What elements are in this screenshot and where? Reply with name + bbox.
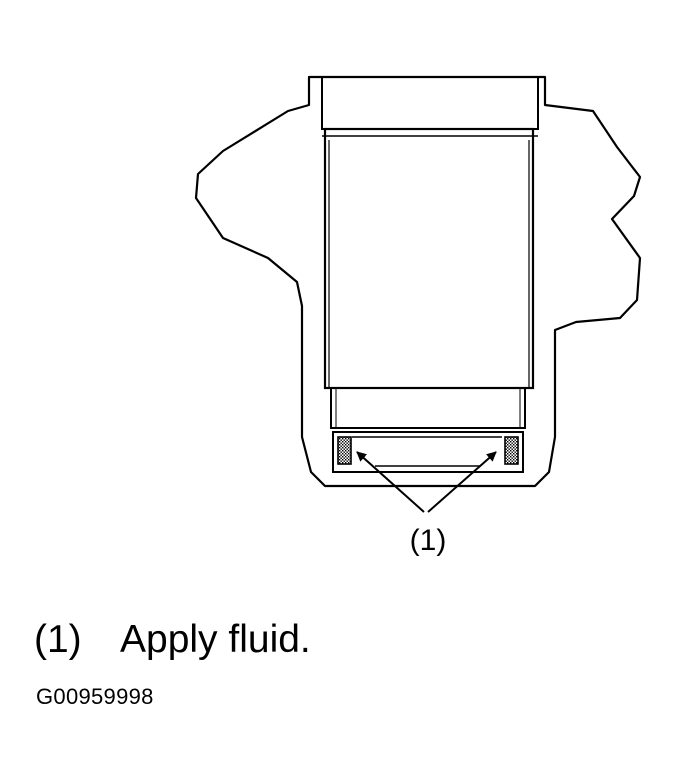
figure-code: G00959998 [36, 684, 154, 709]
callout-label: (1) [410, 524, 447, 557]
bore-body [323, 127, 535, 390]
callout-arrow-right [427, 451, 497, 513]
upper-bore [321, 76, 539, 130]
caption: (1) Apply fluid. [34, 618, 311, 662]
callout-arrow-left [356, 451, 425, 513]
caption-text: Apply fluid. [120, 618, 311, 661]
caption-number: (1) [34, 618, 82, 661]
seal-fluid-left [337, 436, 352, 465]
seal-fluid-right [504, 436, 519, 465]
lower-bore [330, 387, 526, 429]
housing-outline [194, 75, 642, 488]
seal-groove [332, 431, 524, 473]
